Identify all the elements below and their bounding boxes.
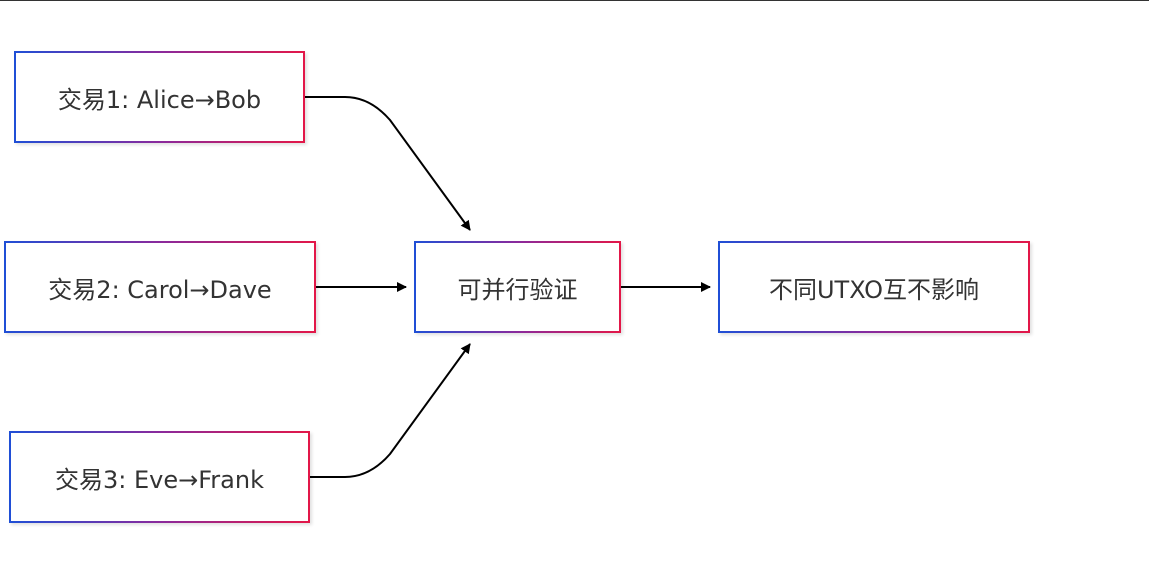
node-transaction-3: 交易3: Eve→Frank — [9, 431, 310, 523]
node-transaction-2-label: 交易2: Carol→Dave — [48, 275, 272, 304]
node-utxo-independent-label: 不同UTXO互不影响 — [768, 275, 980, 304]
top-border-line — [0, 0, 1149, 1]
node-parallel-verification: 可并行验证 — [414, 241, 621, 333]
node-transaction-1: 交易1: Alice→Bob — [14, 51, 305, 143]
node-utxo-independent: 不同UTXO互不影响 — [718, 241, 1030, 333]
edge-tx3-to-parallel — [310, 343, 471, 478]
edge-tx1-to-parallel — [305, 96, 471, 231]
node-transaction-3-label: 交易3: Eve→Frank — [55, 465, 264, 494]
node-transaction-2: 交易2: Carol→Dave — [4, 241, 316, 333]
node-transaction-1-label: 交易1: Alice→Bob — [57, 85, 262, 114]
node-parallel-verification-label: 可并行验证 — [457, 275, 578, 304]
